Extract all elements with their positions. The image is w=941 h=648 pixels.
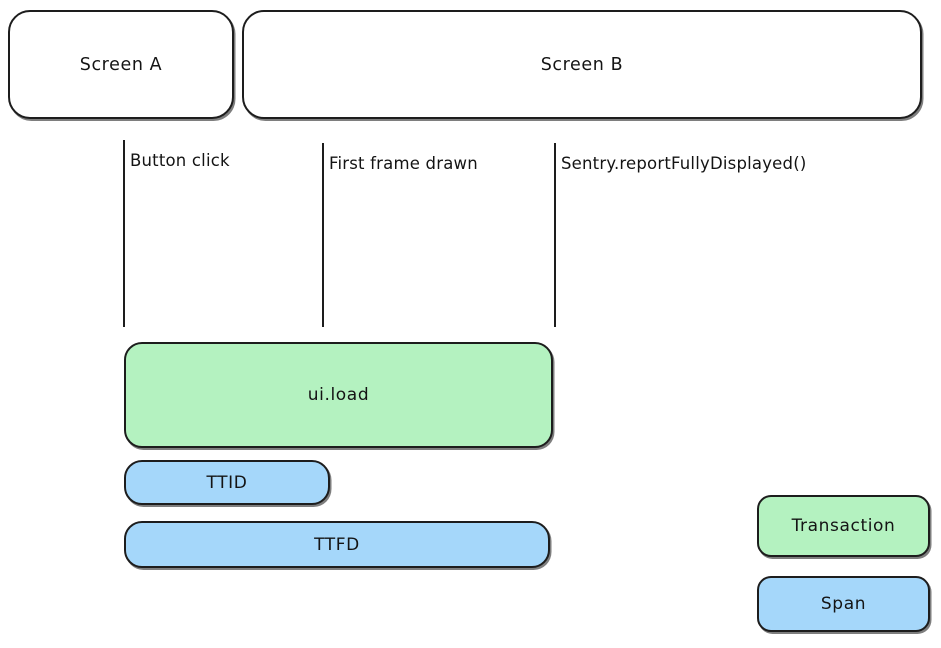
bar-ui-load: ui.load — [124, 342, 553, 448]
event-label-button-click: Button click — [130, 151, 230, 170]
legend-transaction-label: Transaction — [791, 516, 896, 536]
screen-b-label: Screen B — [540, 54, 624, 75]
bar-ttfd-label: TTFD — [314, 534, 360, 555]
event-marker-first-frame-drawn — [322, 143, 324, 327]
bar-ttfd: TTFD — [124, 521, 550, 568]
legend-span-label: Span — [820, 594, 867, 614]
legend-transaction-swatch: Transaction — [757, 495, 930, 557]
event-label-first-frame-drawn: First frame drawn — [329, 154, 478, 173]
event-marker-fully-displayed — [554, 143, 556, 327]
event-marker-button-click — [123, 140, 125, 327]
event-label-fully-displayed: Sentry.reportFullyDisplayed() — [561, 154, 807, 173]
screen-b-box: Screen B — [242, 10, 922, 119]
bar-ttid-label: TTID — [206, 472, 248, 493]
bar-ttid: TTID — [124, 460, 330, 505]
legend-span-swatch: Span — [757, 576, 930, 632]
screen-a-label: Screen A — [79, 54, 163, 75]
screen-a-box: Screen A — [8, 10, 234, 119]
bar-ui-load-label: ui.load — [307, 385, 370, 405]
